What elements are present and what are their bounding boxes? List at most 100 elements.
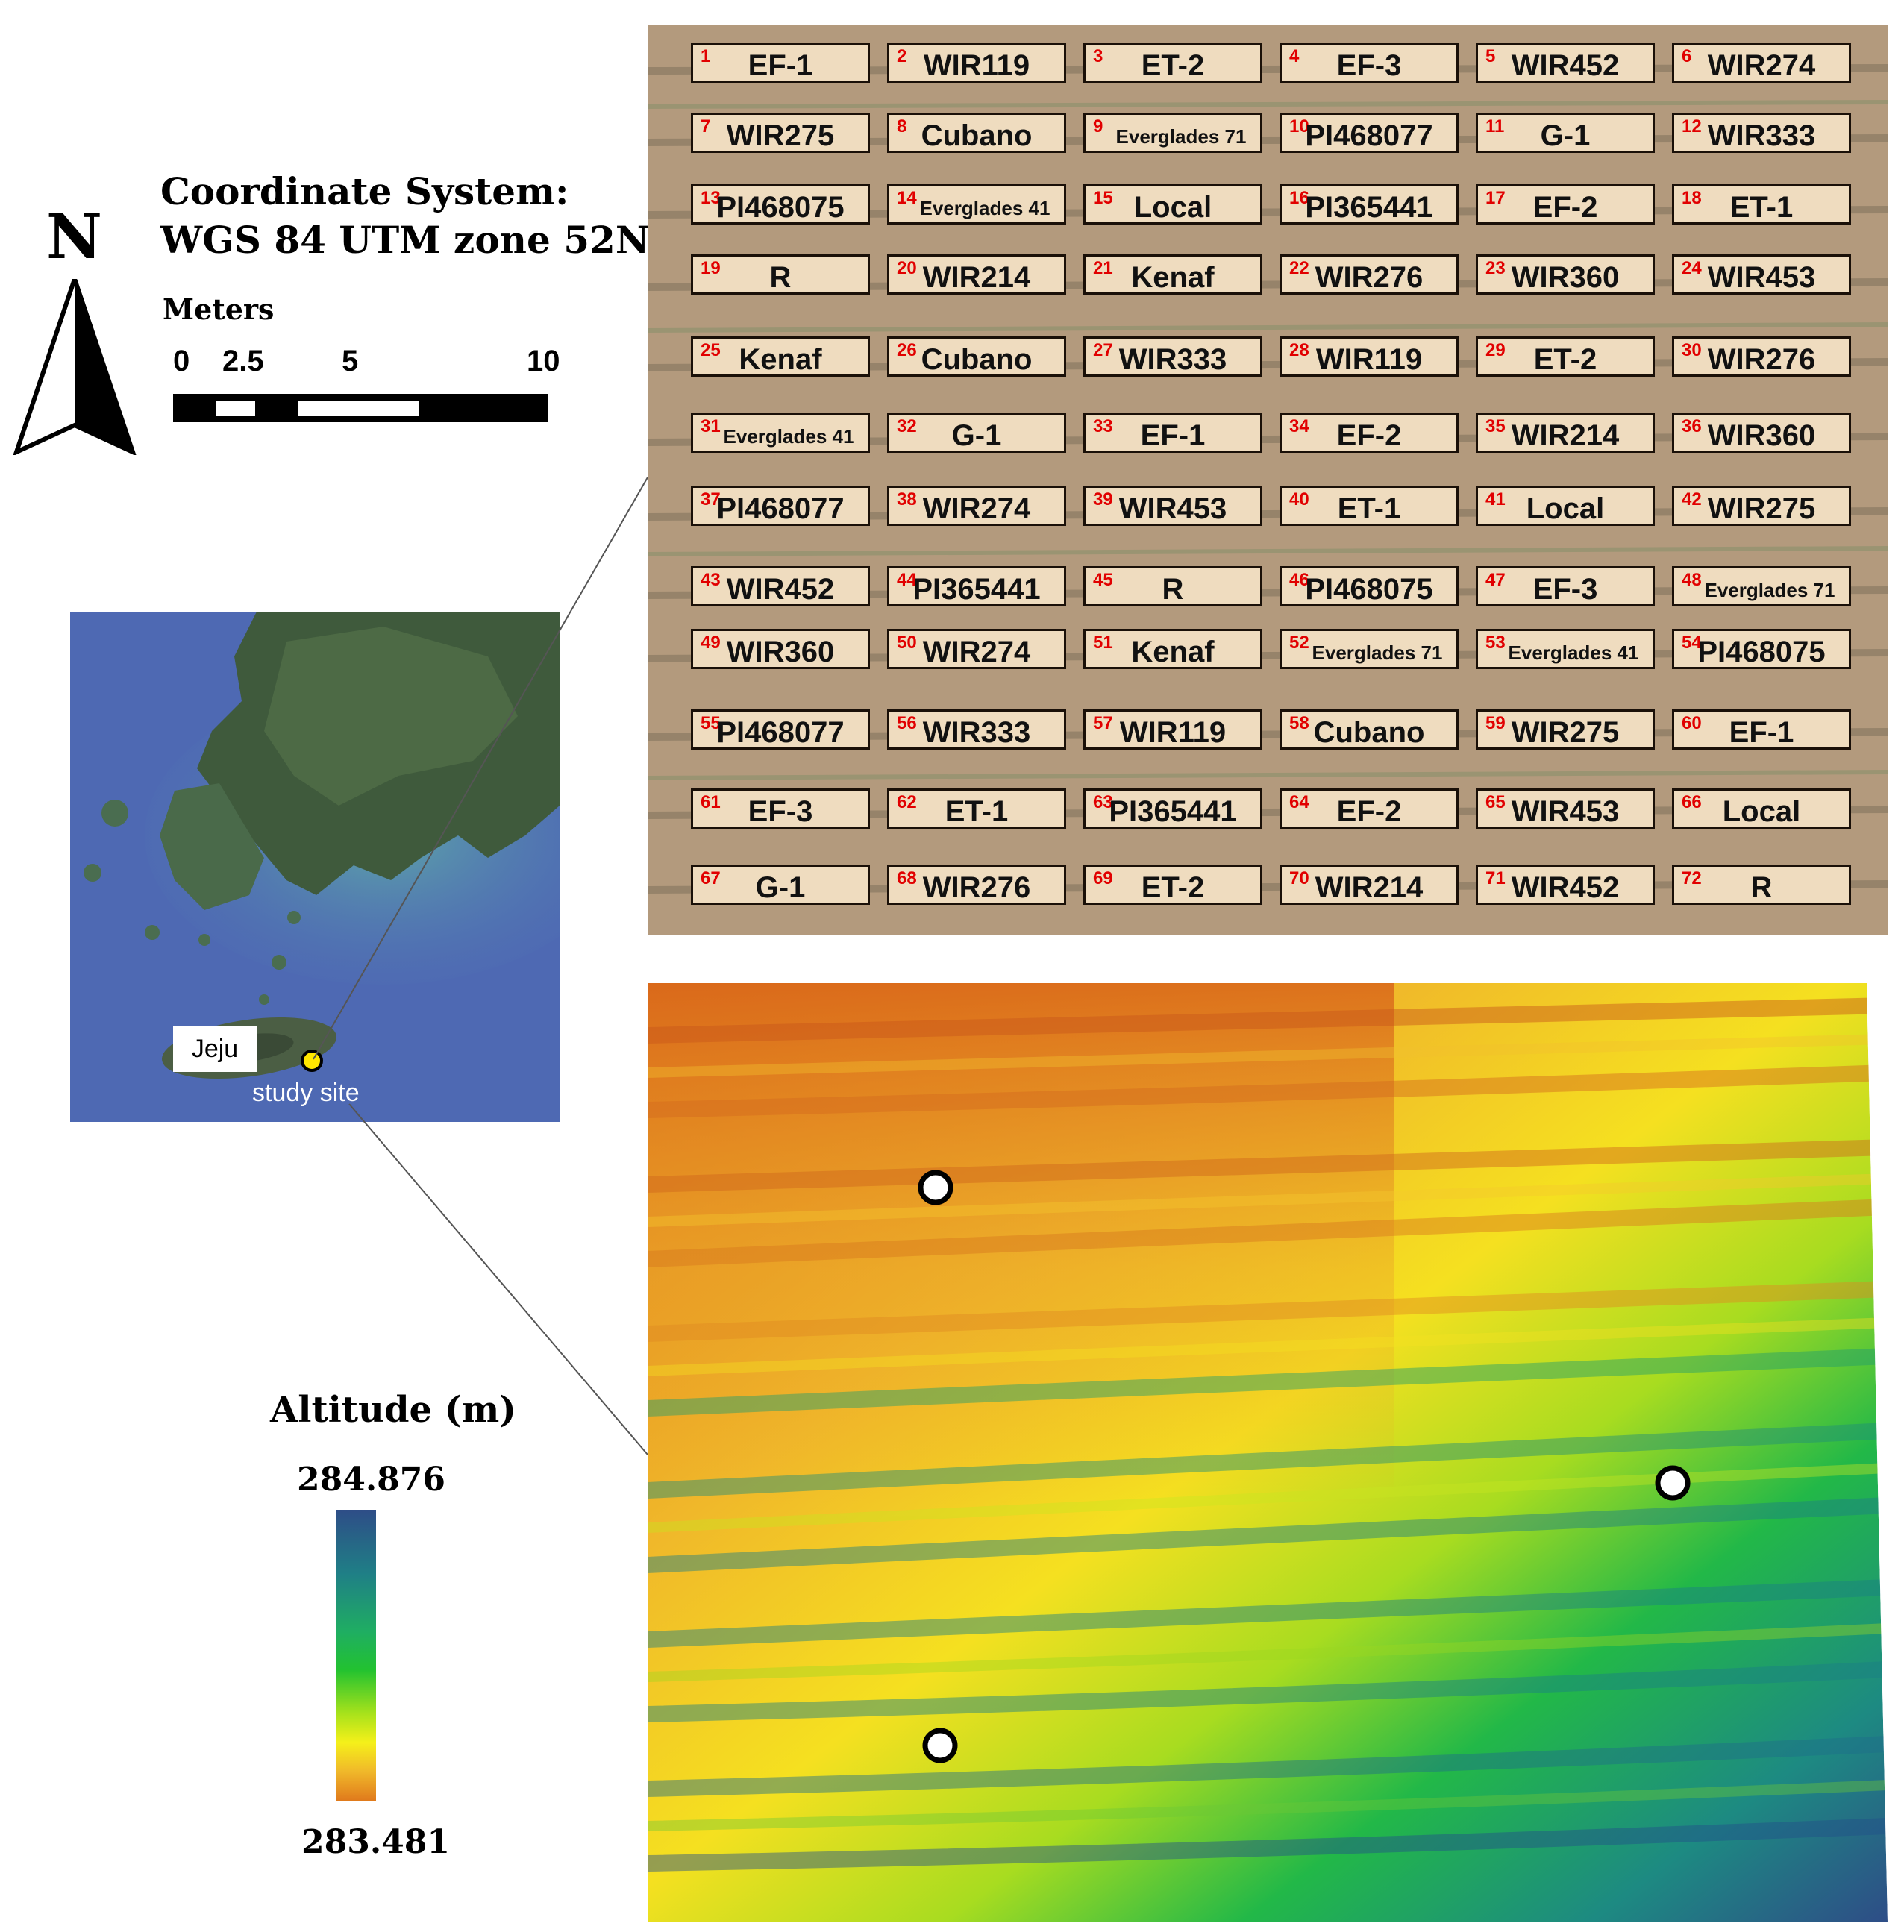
plot-variety-name: PI468075 — [1305, 573, 1433, 606]
plot-number: 24 — [1682, 258, 1702, 278]
scale-tick-3: 10 — [527, 345, 560, 377]
plot-number: 8 — [897, 116, 907, 137]
plot-number: 14 — [897, 188, 917, 208]
plot-number: 32 — [897, 416, 917, 436]
plot-variety-name: ET-2 — [1533, 343, 1597, 376]
plot-variety-name: PI365441 — [1305, 191, 1433, 224]
plot-variety-name: PI468077 — [716, 492, 845, 525]
legend-color-ramp — [336, 1510, 376, 1801]
plot-number: 13 — [701, 188, 721, 208]
plot-variety-name: WIR333 — [1118, 343, 1227, 376]
plot-number: 39 — [1093, 489, 1113, 509]
plot-variety-name: Cubano — [921, 343, 1033, 376]
plot-variety-name: WIR276 — [1315, 261, 1424, 294]
plot-variety-name: Everglades 41 — [919, 197, 1050, 219]
scale-unit: Meters — [163, 292, 275, 326]
plot-variety-name: WIR119 — [1315, 343, 1423, 376]
plot-label: 41 Local — [1476, 486, 1655, 526]
plot-variety-name: WIR275 — [726, 119, 835, 152]
plot-variety-name: G-1 — [755, 871, 806, 904]
plot-variety-name: Kenaf — [1131, 261, 1215, 294]
plot-number: 48 — [1682, 570, 1702, 590]
plot-number: 60 — [1682, 713, 1702, 733]
plot-variety-name: Everglades 71 — [1312, 642, 1443, 664]
plot-number: 69 — [1093, 868, 1113, 888]
plot-number: 70 — [1289, 868, 1309, 888]
plot-variety-name: WIR453 — [1511, 795, 1620, 828]
plot-variety-name: Cubano — [921, 119, 1033, 152]
plot-number: 18 — [1682, 188, 1702, 208]
plot-number: 21 — [1093, 258, 1113, 278]
plot-number: 10 — [1289, 116, 1309, 137]
plot-label: 18 ET-1 — [1672, 184, 1851, 225]
plot-number: 4 — [1289, 46, 1300, 66]
plot-variety-name: Everglades 71 — [1115, 125, 1247, 148]
plot-number: 62 — [897, 792, 917, 812]
plot-variety-name: Local — [1526, 492, 1605, 525]
plot-number: 43 — [701, 570, 721, 590]
plot-number: 25 — [701, 340, 721, 360]
legend-max-value: 284.876 — [297, 1461, 446, 1499]
ground-control-point-icon — [922, 1728, 958, 1763]
plot-variety-name: Everglades 41 — [723, 425, 854, 448]
plot-number: 57 — [1093, 713, 1113, 733]
plot-number: 72 — [1682, 868, 1702, 888]
plot-variety-name: WIR453 — [1118, 492, 1227, 525]
plot-number: 41 — [1485, 489, 1506, 509]
plot-number: 68 — [897, 868, 917, 888]
plot-variety-name: ET-1 — [1729, 191, 1794, 224]
plot-label: 67 G-1 — [691, 865, 870, 905]
plot-variety-name: WIR360 — [1511, 261, 1620, 294]
plot-number: 31 — [701, 416, 721, 436]
plot-number: 33 — [1093, 416, 1113, 436]
plot-number: 51 — [1093, 633, 1113, 653]
plot-number: 47 — [1485, 570, 1506, 590]
plot-number: 7 — [701, 116, 711, 137]
plot-variety-name: PI468075 — [716, 191, 845, 224]
inset-place-label: Jeju — [173, 1026, 257, 1072]
plot-variety-name: WIR360 — [1707, 419, 1816, 452]
plot-number: 67 — [701, 868, 721, 888]
plot-variety-name: G-1 — [1540, 119, 1591, 152]
plot-variety-name: PI468077 — [1305, 119, 1433, 152]
coordinate-system-title: Coordinate System: — [160, 169, 569, 213]
scale-bar — [173, 394, 548, 422]
plot-number: 58 — [1289, 713, 1309, 733]
plot-number: 64 — [1289, 792, 1309, 812]
plot-variety-name: WIR274 — [922, 492, 1031, 525]
inset-map — [70, 612, 560, 1122]
plot-number: 23 — [1485, 258, 1506, 278]
plot-variety-name: WIR452 — [1511, 49, 1620, 82]
